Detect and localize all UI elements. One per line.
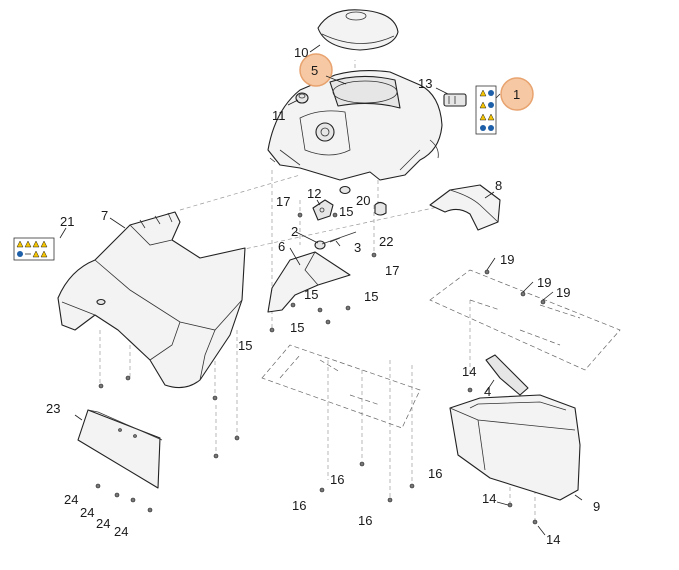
- callout-9: 9: [593, 499, 600, 514]
- part-5-upper-cover[interactable]: [267, 69, 443, 181]
- screw-icon: [147, 507, 153, 513]
- part-23-lower-panel[interactable]: [77, 409, 163, 489]
- callout-16-d: 16: [358, 513, 372, 528]
- part-3-rod[interactable]: [321, 231, 357, 245]
- callout-24-b: 24: [80, 505, 94, 520]
- callout-7: 7: [101, 208, 108, 223]
- mounting-plate-left: [261, 344, 421, 429]
- screw-icon: [95, 483, 101, 489]
- part-4-lever[interactable]: [485, 354, 529, 396]
- screw-icon: [484, 269, 490, 275]
- screw-icon: [234, 435, 240, 441]
- screw-icon: [532, 519, 538, 525]
- screw-icon: [359, 461, 365, 467]
- screw-icon: [317, 307, 323, 313]
- callout-24-d: 24: [114, 524, 128, 539]
- callout-17-a: 17: [276, 194, 290, 209]
- part-13-plug[interactable]: [443, 93, 467, 107]
- screw-icon: [332, 212, 338, 218]
- part-22-bushing[interactable]: [374, 201, 387, 216]
- part-8-bracket[interactable]: [429, 184, 501, 231]
- callout-15-a: 15: [339, 204, 353, 219]
- callout-16-c: 16: [292, 498, 306, 513]
- assembly-guide-lines: [99, 60, 536, 520]
- callout-11: 11: [272, 108, 286, 123]
- screw-icon: [467, 387, 473, 393]
- callout-13: 13: [418, 76, 432, 91]
- callout-24-a: 24: [64, 492, 78, 507]
- callout-4: 4: [484, 384, 491, 399]
- screw-icon: [371, 252, 377, 258]
- screw-icon: [212, 395, 218, 401]
- callout-14-a: 14: [462, 364, 476, 379]
- part-9-tray[interactable]: [449, 394, 581, 501]
- part-7-front-cover[interactable]: [57, 211, 246, 389]
- callout-19-c: 19: [556, 285, 570, 300]
- callout-19-a: 19: [500, 252, 514, 267]
- callout-1: 1: [513, 87, 520, 102]
- screws: [95, 212, 546, 525]
- callout-14-b: 14: [482, 491, 496, 506]
- screw-icon: [325, 319, 331, 325]
- callout-19-b: 19: [537, 275, 551, 290]
- callout-8: 8: [495, 178, 502, 193]
- callout-labels: 10 5 13 1 11 8 12 20 17 15 21 7 2 22 3 6…: [46, 45, 600, 547]
- highlight-circle-5: [299, 53, 333, 87]
- screw-icon: [507, 502, 513, 508]
- callout-22: 22: [379, 234, 393, 249]
- callout-16-a: 16: [330, 472, 344, 487]
- warning-decal-icon[interactable]: [13, 237, 55, 261]
- callout-21: 21: [60, 214, 74, 229]
- callout-2: 2: [291, 224, 298, 239]
- screw-icon: [319, 487, 325, 493]
- callout-24-c: 24: [96, 516, 110, 531]
- screw-icon: [520, 291, 526, 297]
- callout-3: 3: [354, 240, 361, 255]
- callout-15-e: 15: [238, 338, 252, 353]
- screw-icon: [409, 483, 415, 489]
- screw-icon: [345, 305, 351, 311]
- callout-6: 6: [278, 239, 285, 254]
- screw-icon: [125, 375, 131, 381]
- callout-10: 10: [294, 45, 308, 60]
- screw-icon: [130, 497, 136, 503]
- callout-23: 23: [46, 401, 60, 416]
- screw-icon: [540, 299, 546, 305]
- callout-12: 12: [307, 186, 321, 201]
- screw-icon: [114, 492, 120, 498]
- callout-20: 20: [356, 193, 370, 208]
- callout-17-b: 17: [385, 263, 399, 278]
- screw-icon: [297, 212, 303, 218]
- screw-icon: [269, 327, 275, 333]
- callout-15-c: 15: [364, 289, 378, 304]
- screw-icon: [98, 383, 104, 389]
- leader-lines: [59, 44, 583, 536]
- knob-icon[interactable]: [295, 92, 309, 104]
- part-20-fitting[interactable]: [339, 185, 351, 195]
- callout-16-b: 16: [428, 466, 442, 481]
- screw-icon: [387, 497, 393, 503]
- screw-icon: [213, 453, 219, 459]
- callout-5: 5: [311, 63, 318, 78]
- screw-icon: [290, 302, 296, 308]
- callout-15-b: 15: [304, 287, 318, 302]
- part-6-plate[interactable]: [267, 251, 351, 313]
- highlight-circle-1: [500, 77, 534, 111]
- part-12-latch[interactable]: [312, 199, 334, 221]
- warning-decal-icon[interactable]: [475, 85, 497, 135]
- callout-15-d: 15: [290, 320, 304, 335]
- mounting-plate-right: [429, 269, 621, 371]
- callout-14-c: 14: [546, 532, 560, 547]
- part-10-cap[interactable]: [317, 9, 399, 51]
